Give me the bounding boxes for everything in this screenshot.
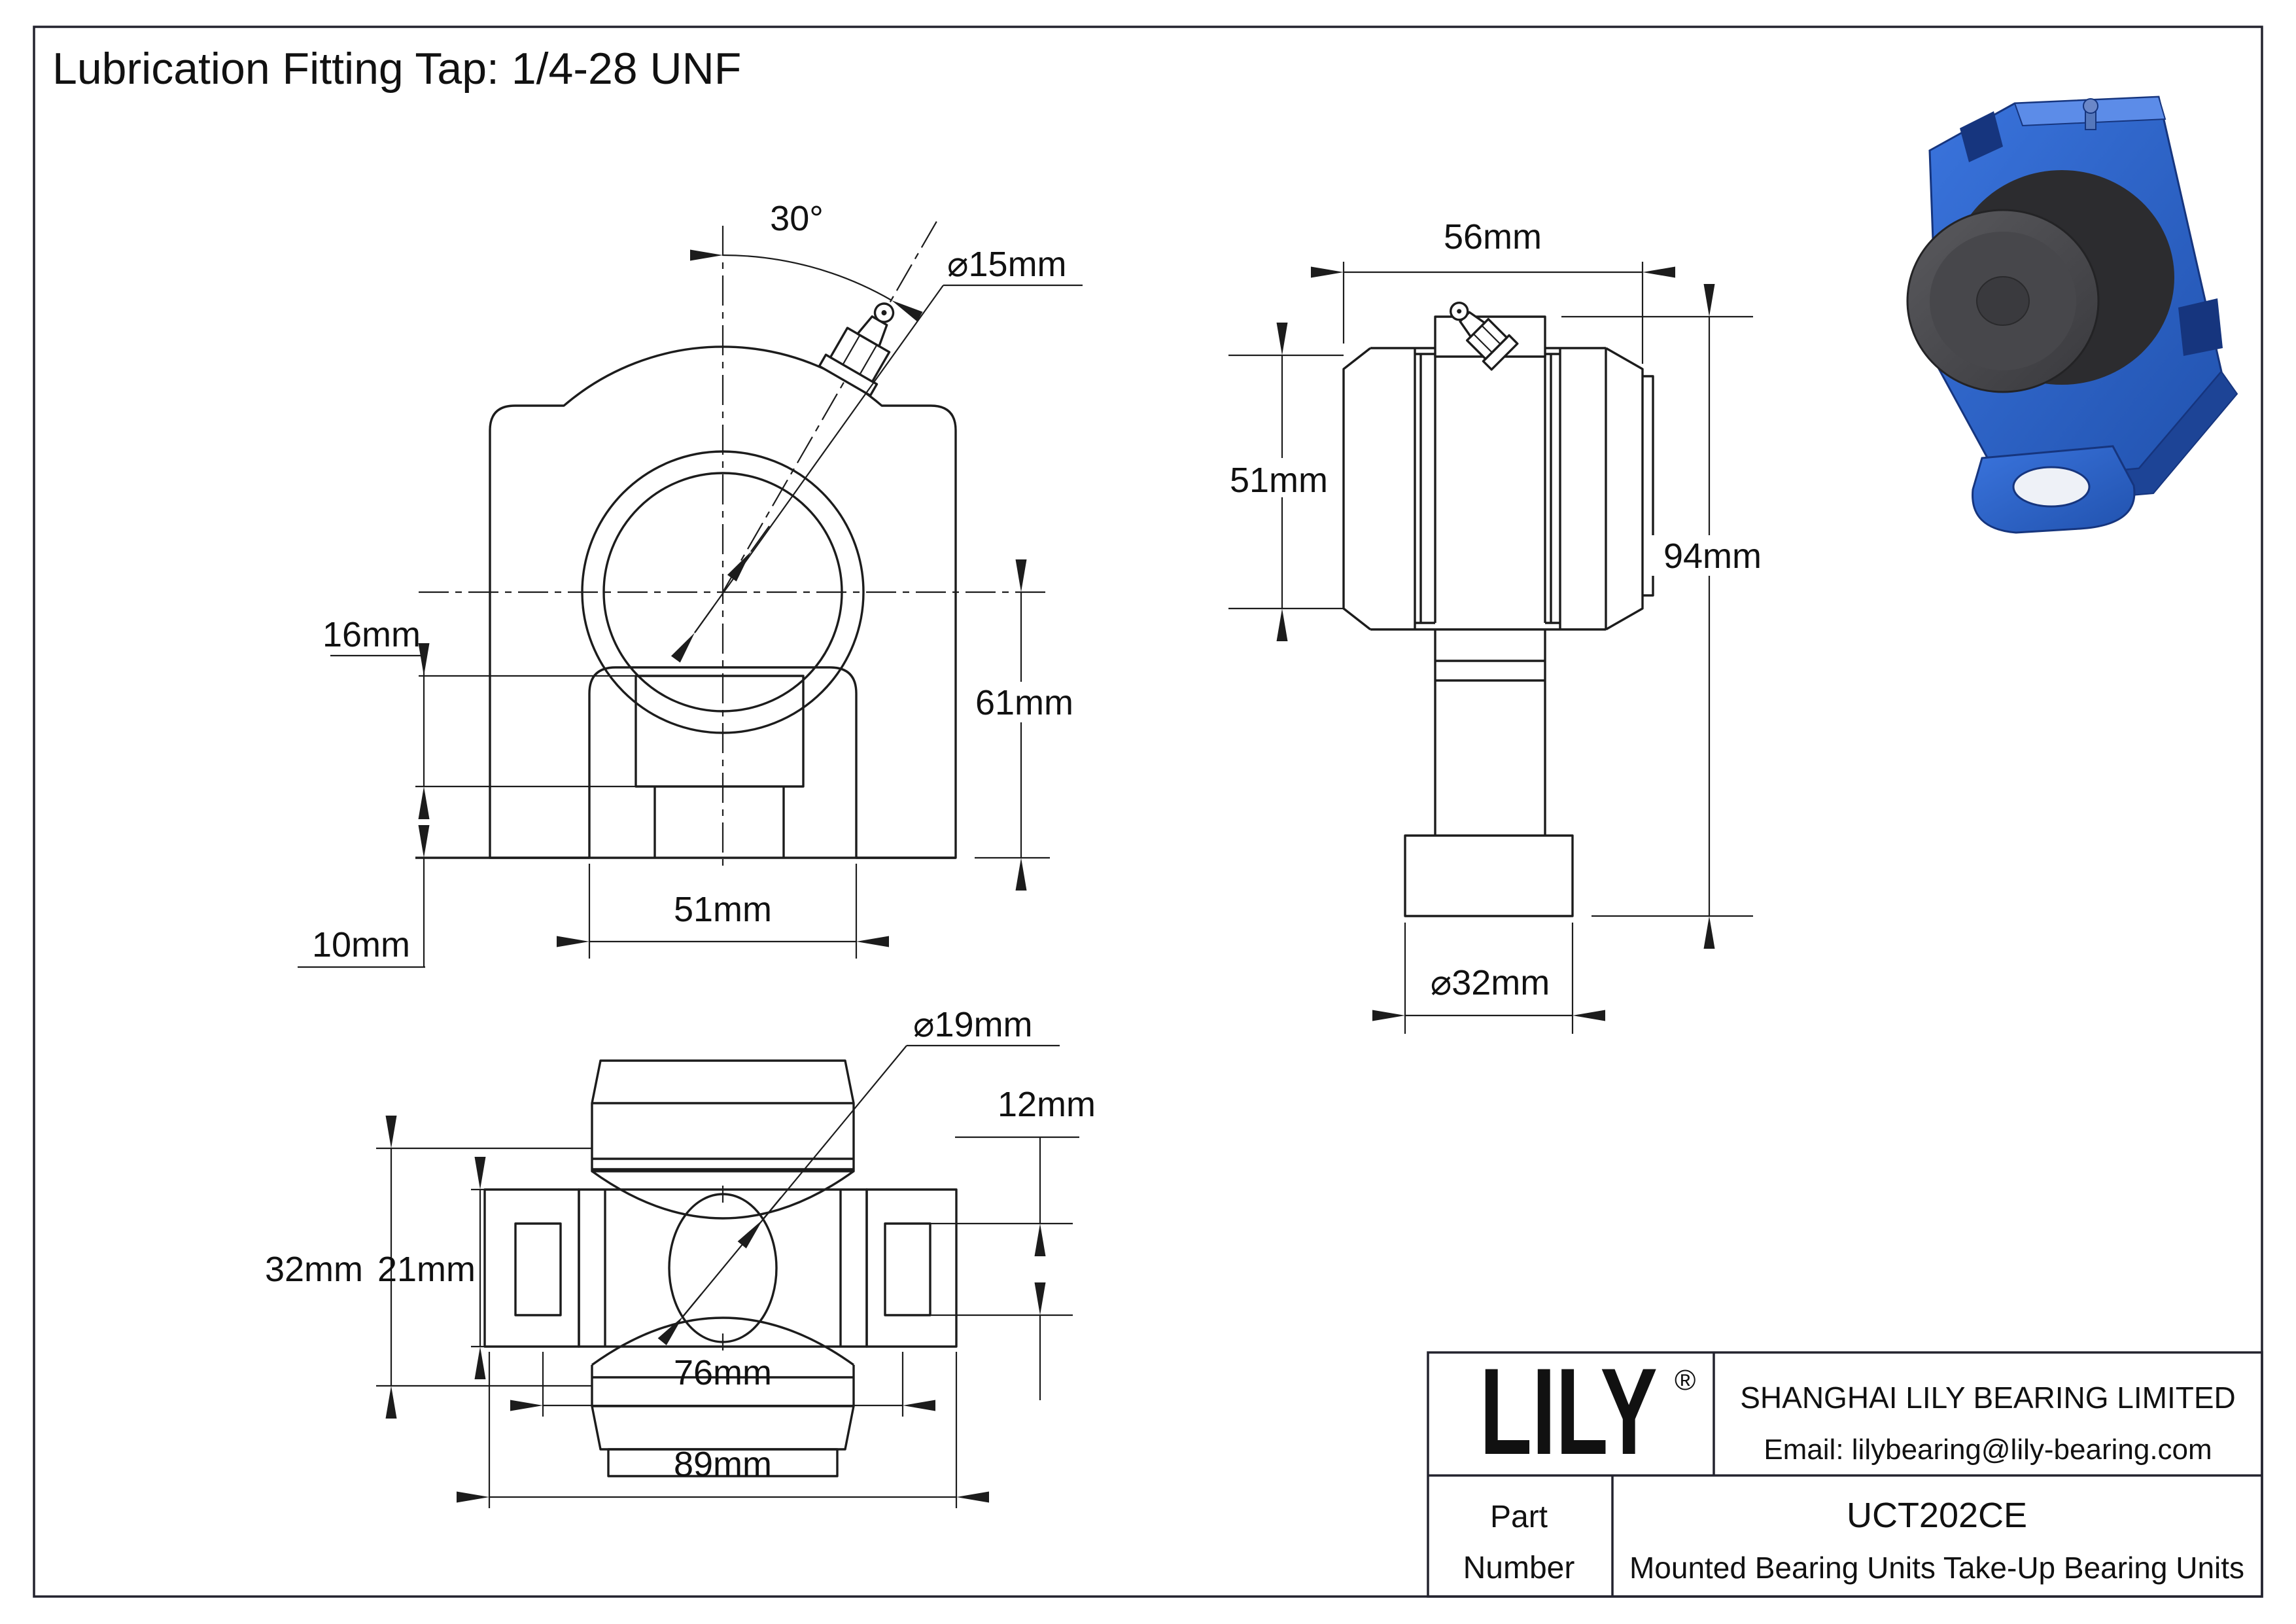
stem-foot [1404, 834, 1574, 917]
dim-width-label: 56mm [1444, 217, 1542, 256]
leader-arrow [670, 607, 714, 663]
leader-arrow [727, 525, 770, 582]
inner-race-end [1643, 375, 1654, 597]
leader-arrow [657, 1294, 702, 1346]
fitting-hex-facet [859, 344, 878, 375]
fitting-nipple [1459, 311, 1486, 338]
left-clevis-slot [514, 1222, 562, 1316]
dim-bore-label: ⌀15mm [947, 245, 1067, 284]
right-clevis-slot [884, 1222, 931, 1316]
dim-slot-width-label: 51mm [674, 890, 772, 929]
part-number-value: UCT202CE [1847, 1496, 2027, 1535]
label-mask [1225, 458, 1333, 497]
fitting-nipple [856, 315, 888, 347]
dim-bore-label: ⌀19mm [913, 1005, 1033, 1044]
dim-slot-length-label: 76mm [674, 1353, 772, 1392]
left-cap-chamfer [1342, 347, 1372, 631]
label-mask [1648, 535, 1775, 576]
dim-overall-height-label: 32mm [265, 1250, 363, 1289]
render-slide-notch-right [2178, 298, 2223, 356]
front-boss [635, 675, 805, 788]
leader-line [682, 1045, 907, 1317]
grease-fitting-side [1450, 302, 1519, 371]
drawing-frame [33, 26, 2263, 1598]
dim-rail-slot-label: 12mm [998, 1085, 1096, 1124]
dim-stem-dia-label: ⌀32mm [1431, 963, 1550, 1002]
dim-angle-arc [689, 249, 923, 322]
bearing-inner-circle [602, 472, 843, 713]
company-email: Email: lilybearing@lily-bearing.com [1764, 1434, 2212, 1466]
render-slide-notch-left [1960, 111, 2003, 162]
dim-body-height-label: 51mm [1230, 461, 1328, 500]
dim-rail-height-label: 21mm [377, 1250, 476, 1289]
fitting-hex-facet [1472, 333, 1493, 353]
dim-overall-height-label: 94mm [1663, 537, 1762, 576]
sphere-arc-bottom [591, 1316, 854, 1366]
part-number-label-line1: Part [1490, 1500, 1548, 1534]
dim-boss-height-label: 16mm [322, 615, 421, 654]
render-bearing-bore [1976, 276, 2030, 326]
foot-plate [607, 1448, 839, 1477]
company-name: SHANGHAI LILY BEARING LIMITED [1740, 1381, 2236, 1415]
part-number-label-line2: Number [1463, 1551, 1575, 1585]
fitting-hex-facet [842, 334, 861, 365]
bearing-outer-circle [581, 450, 865, 734]
bottom-view: 32mm 21mm 12mm ⌀19mm 76mm 89mm [265, 1005, 1096, 1508]
company-logo: LILY [1480, 1343, 1658, 1481]
company-logo-text: LILY [1480, 1343, 1658, 1481]
fitting-hex-facet [1481, 325, 1501, 345]
sphere-arc-top [591, 1170, 854, 1220]
dim-overall-length-label: 89mm [674, 1445, 772, 1484]
product-render [1906, 96, 2238, 534]
dim-base-height-label: 10mm [312, 925, 410, 964]
render-grease-fitting-tip [2083, 98, 2098, 114]
render-lug-hole [2012, 466, 2091, 508]
leader-arrow [737, 1197, 782, 1249]
dim-angle-label: 30° [770, 199, 824, 238]
page-title: Lubrication Fitting Tap: 1/4-28 UNF [52, 44, 741, 94]
side-view: 56mm 51mm 94mm ⌀32mm [1225, 217, 1775, 1034]
part-description: Mounted Bearing Units Take-Up Bearing Un… [1629, 1551, 2244, 1585]
title-block: LILY ® SHANGHAI LILY BEARING LIMITED Ema… [1427, 1343, 2263, 1598]
right-cap-chamfer [1605, 347, 1644, 631]
dim-center-height-label: 61mm [975, 683, 1073, 722]
label-mask [967, 682, 1082, 722]
right-clevis [865, 1188, 958, 1348]
fitting-ball-dot [1457, 309, 1462, 314]
registered-mark: ® [1675, 1364, 1696, 1396]
front-view: 16mm 10mm 51mm 61mm 30° ⌀15mm [298, 199, 1083, 968]
